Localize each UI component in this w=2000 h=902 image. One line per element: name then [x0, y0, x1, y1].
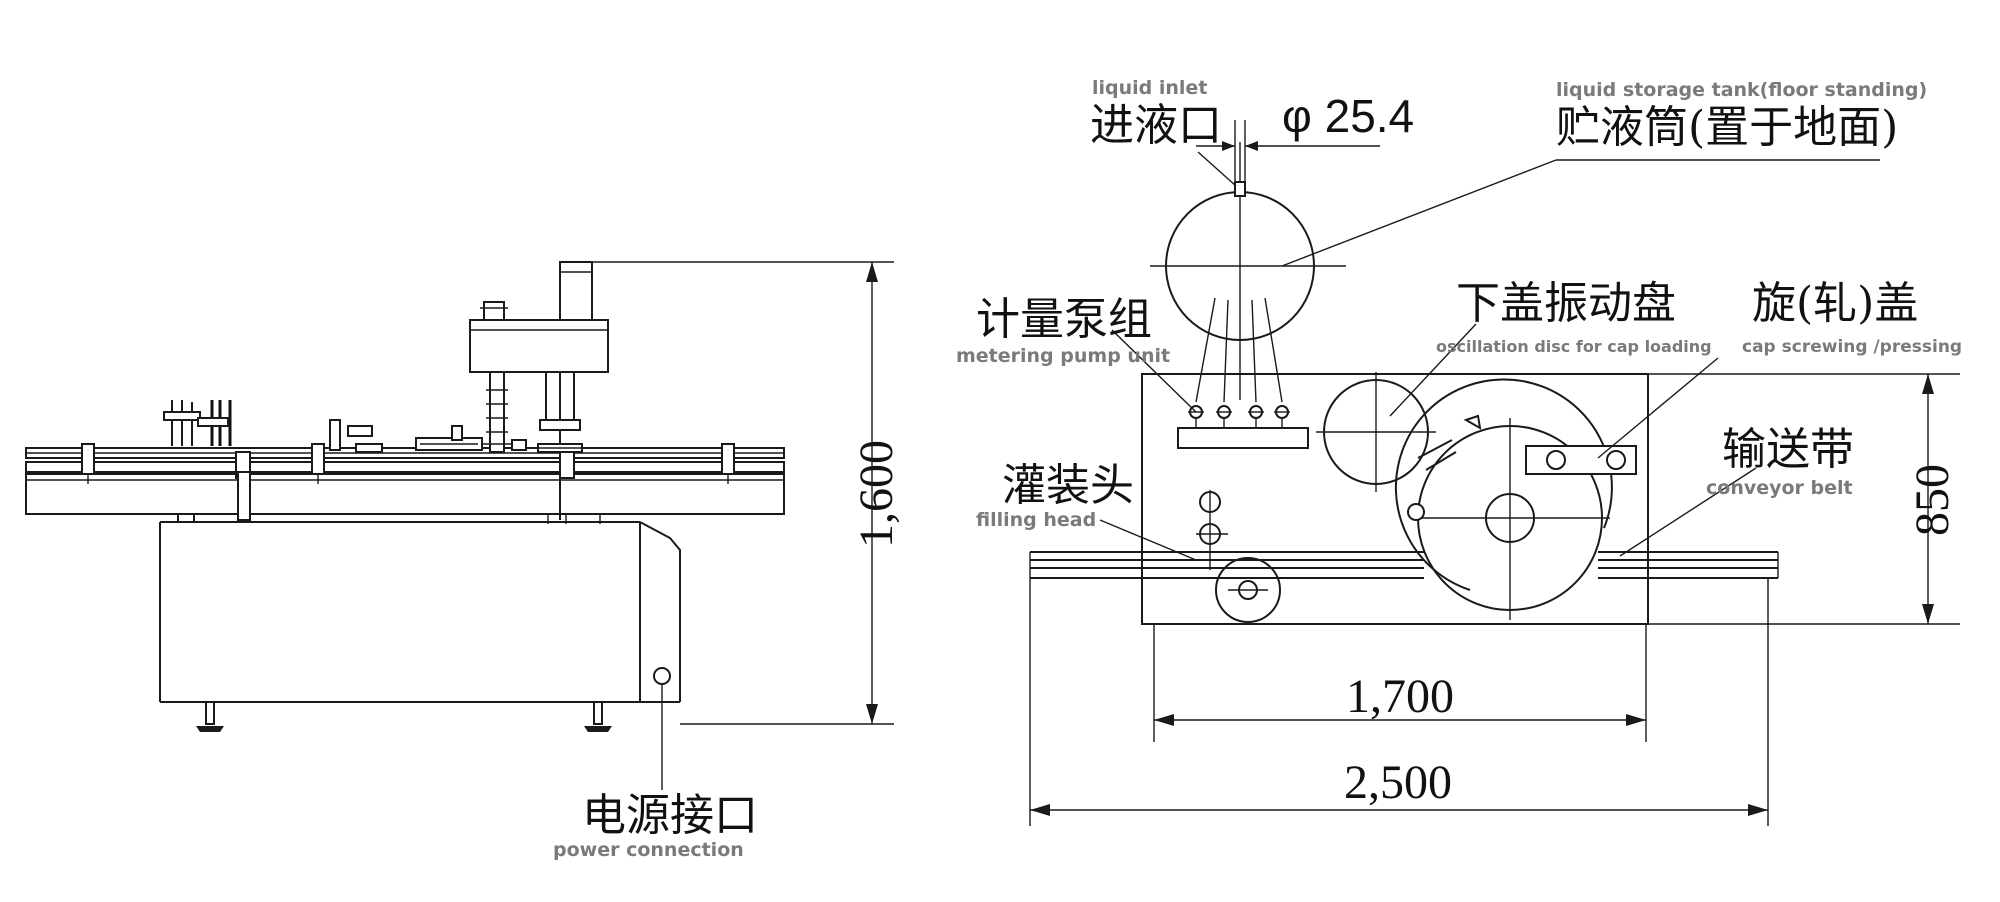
- side-support-post: [237, 471, 251, 521]
- side-capping-head: [469, 261, 609, 520]
- side-cabinet: [159, 513, 681, 732]
- inlet-label-en: liquid inlet: [1092, 77, 1207, 99]
- depth-dimension-label: 850: [1906, 464, 1959, 536]
- cap-screwing: [1525, 357, 1719, 475]
- power-socket: [653, 667, 671, 685]
- conveyor-label-cn: 输送带: [1722, 424, 1854, 475]
- frame-width-label: 1,700: [1346, 670, 1454, 723]
- top-conveyor: [1029, 467, 1779, 579]
- top-view: 850 1,700 2,500 liquid inlet 进液口 φ 25.4 …: [956, 77, 1962, 826]
- oscillation-label-en: oscillation disc for cap loading: [1436, 337, 1712, 356]
- cap-star-wheel: [1394, 378, 1613, 620]
- capper-label-cn: 旋(轧)盖: [1752, 278, 1918, 329]
- capper-label-en: cap screwing /pressing: [1742, 337, 1962, 357]
- side-cap-feed: [163, 400, 232, 446]
- top-frame: [1141, 373, 1649, 625]
- metering-pump: [1111, 329, 1309, 449]
- pump-label-en: metering pump unit: [956, 345, 1170, 367]
- oscillation-disc: [1316, 323, 1477, 492]
- filling-label-en: filling head: [976, 509, 1096, 531]
- inlet-label-cn: 进液口: [1090, 100, 1222, 151]
- overall-width-dimension: [1029, 578, 1769, 826]
- side-view: 1,600 电源接口 power connection: [25, 261, 903, 861]
- filling-head: [1099, 490, 1281, 623]
- tank-leader-diagonal: [1281, 159, 1557, 267]
- tank-label-cn: 贮液筒(置于地面): [1556, 102, 1898, 153]
- conveyor-label-en: conveyor belt: [1706, 477, 1853, 499]
- filling-label-cn: 灌装头: [1002, 460, 1134, 511]
- power-connection-label-cn: 电源接口: [582, 790, 758, 841]
- tank-label-en: liquid storage tank(floor standing): [1556, 79, 1927, 101]
- height-dimension-label: 1,600: [850, 440, 903, 548]
- storage-tank: [1150, 142, 1346, 403]
- overall-width-label: 2,500: [1344, 756, 1452, 809]
- inlet-dimension: [1196, 120, 1380, 187]
- power-connection-label-en: power connection: [553, 839, 744, 861]
- height-dimension: [582, 261, 894, 725]
- side-conveyor-fixtures: [329, 419, 527, 453]
- pump-label-cn: 计量泵组: [976, 294, 1152, 345]
- frame-width-dimension: [1153, 624, 1647, 742]
- side-conveyor: [25, 443, 785, 515]
- depth-dimension: [1648, 373, 1960, 625]
- oscillation-label-cn: 下盖振动盘: [1456, 278, 1676, 329]
- inlet-diameter-label: φ 25.4: [1282, 90, 1414, 142]
